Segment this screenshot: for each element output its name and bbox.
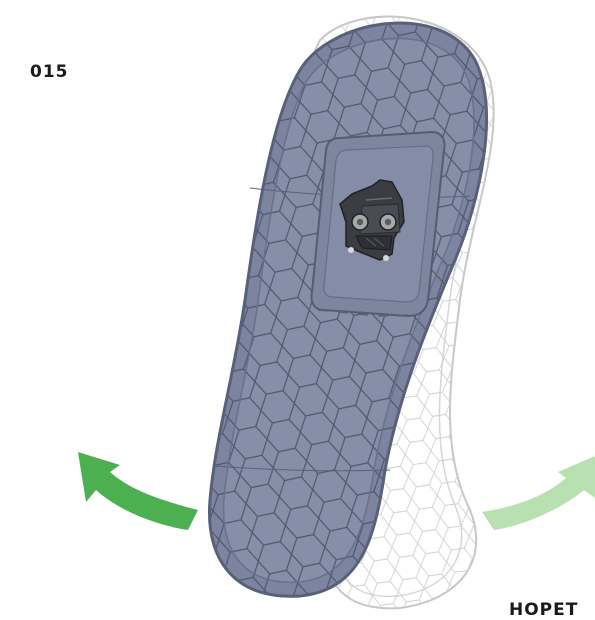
figure-number: 015 bbox=[30, 62, 69, 82]
brand-logo-text: HOPET bbox=[509, 600, 578, 620]
rotate-left-arrow-icon bbox=[78, 452, 198, 530]
rotate-right-arrow-icon bbox=[482, 456, 595, 530]
